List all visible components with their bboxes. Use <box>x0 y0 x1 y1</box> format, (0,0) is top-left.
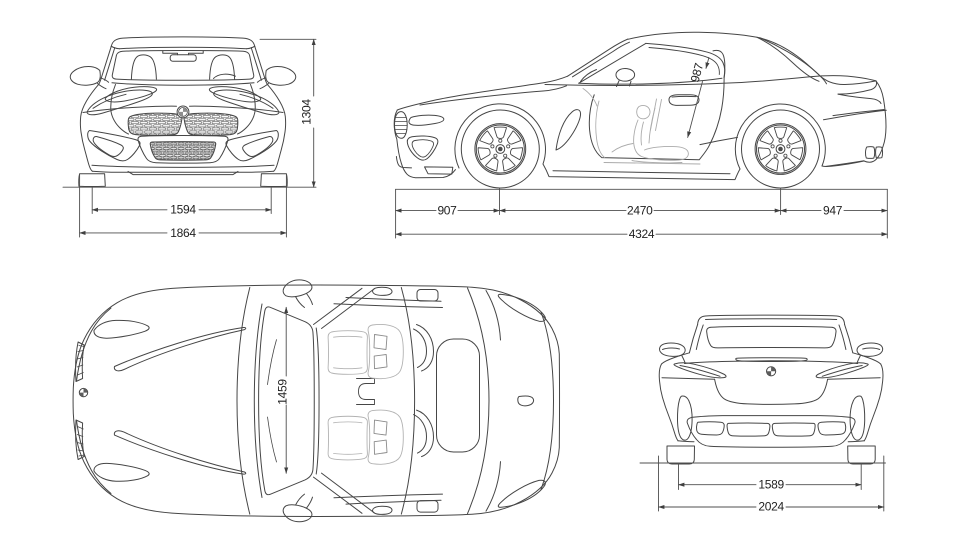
svg-text:1304: 1304 <box>300 99 314 125</box>
svg-text:2470: 2470 <box>627 203 653 217</box>
svg-text:2024: 2024 <box>758 500 784 514</box>
svg-text:987: 987 <box>688 61 707 84</box>
svg-text:947: 947 <box>823 203 843 217</box>
svg-text:1459: 1459 <box>276 379 290 405</box>
svg-text:1589: 1589 <box>758 477 784 491</box>
svg-text:1864: 1864 <box>170 226 196 240</box>
svg-text:4324: 4324 <box>629 227 655 241</box>
svg-text:1594: 1594 <box>170 203 196 217</box>
svg-text:907: 907 <box>437 203 457 217</box>
